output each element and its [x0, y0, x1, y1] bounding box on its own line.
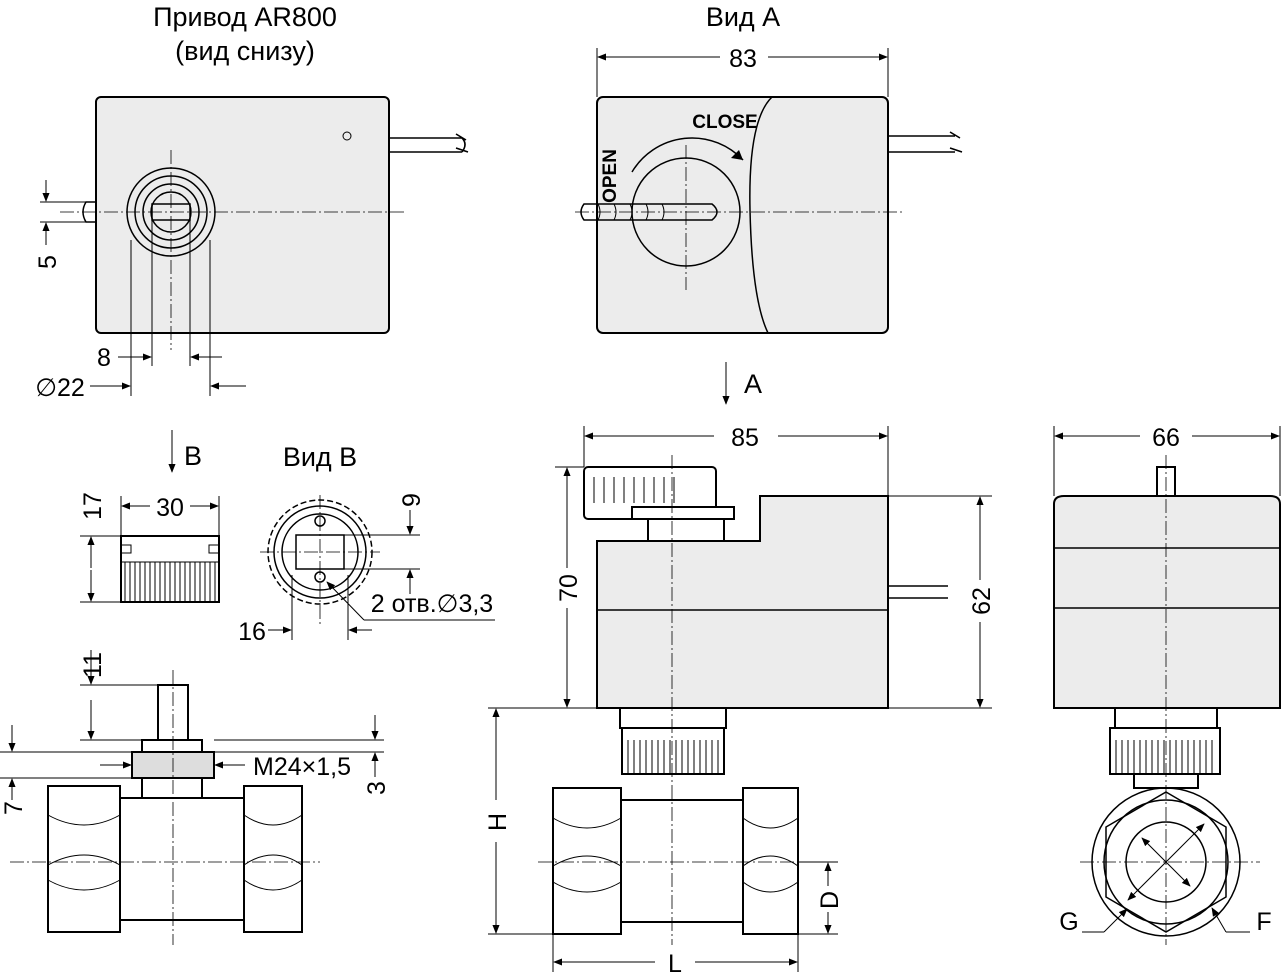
- stem-adapter-side: 30 17: [79, 492, 220, 603]
- view-a-actuator: CLOSE OPEN 83: [575, 45, 963, 334]
- title-view-b: Вид B: [283, 442, 357, 472]
- dim-66: 66: [1152, 424, 1180, 452]
- dim-7: 7: [0, 801, 28, 815]
- label-view-b-arrow: B: [184, 441, 202, 471]
- dim-8: 8: [97, 344, 111, 372]
- valve-side-left: 11 7 M24×1,5 3: [0, 650, 391, 945]
- dim-85: 85: [731, 424, 759, 452]
- dim-70: 70: [555, 574, 583, 602]
- title-bottom-view-line1: Привод AR800: [153, 2, 337, 32]
- dim-11: 11: [79, 652, 107, 678]
- label-open: OPEN: [600, 149, 621, 203]
- dim-holes: 2 отв.∅3,3: [371, 590, 493, 618]
- dim-62: 62: [968, 587, 996, 615]
- label-view-a-arrow: A: [744, 369, 762, 399]
- dim-g: G: [1059, 908, 1078, 936]
- actuator-bottom-view: 5 8 ∅22: [34, 96, 469, 402]
- dim-17: 17: [79, 492, 107, 520]
- dim-30: 30: [156, 494, 184, 522]
- dim-thread: M24×1,5: [253, 753, 351, 781]
- stem-adapter-end-view: 9 16 2 отв.∅3,3: [238, 493, 495, 646]
- label-close: CLOSE: [692, 112, 757, 133]
- dim-16: 16: [238, 618, 266, 646]
- assembly-side-view: 66 G F: [1053, 424, 1281, 945]
- dim-3: 3: [363, 781, 391, 795]
- dim-h: H: [484, 813, 512, 831]
- assembly-front-view: 85 70 62 H L D: [484, 424, 996, 975]
- dim-9: 9: [398, 493, 426, 507]
- dim-l: L: [668, 950, 682, 975]
- dim-d: D: [816, 891, 844, 909]
- dim-83: 83: [729, 45, 757, 73]
- dim-f: F: [1256, 908, 1271, 936]
- title-view-a: Вид A: [706, 2, 780, 32]
- dim-5: 5: [34, 255, 62, 269]
- dim-22: ∅22: [35, 374, 85, 402]
- led-indicator: [342, 131, 352, 141]
- title-bottom-view-line2: (вид снизу): [175, 36, 315, 66]
